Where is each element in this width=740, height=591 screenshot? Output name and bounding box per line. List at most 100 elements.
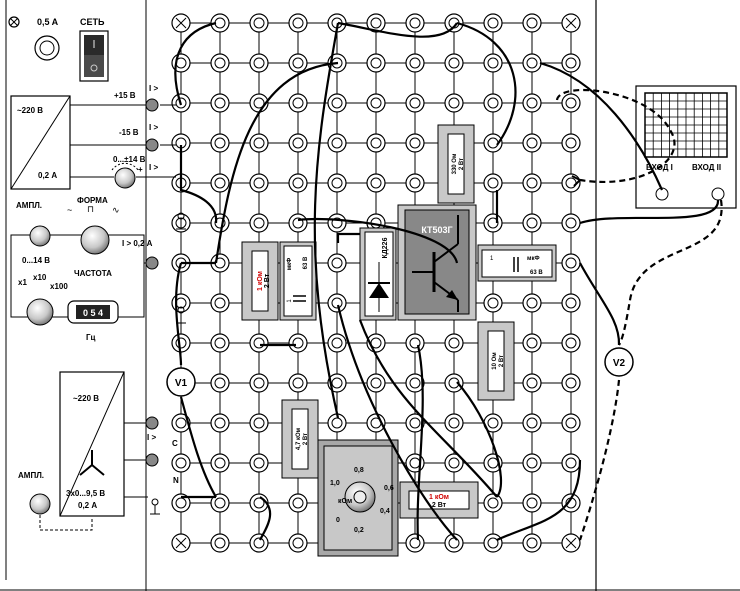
breadboard-socket[interactable] (483, 53, 503, 73)
breadboard-socket[interactable] (327, 293, 347, 313)
scope-input2-jack[interactable] (711, 187, 725, 201)
resistor-r1[interactable]: 1 кОм 2 Вт (241, 241, 279, 321)
breadboard-socket[interactable] (366, 173, 386, 193)
breadboard-socket[interactable] (171, 493, 191, 513)
breadboard-socket[interactable] (249, 533, 269, 553)
breadboard-socket[interactable] (210, 133, 230, 153)
breadboard-socket[interactable] (210, 533, 230, 553)
breadboard-socket[interactable] (405, 93, 425, 113)
breadboard-socket[interactable] (249, 413, 269, 433)
breadboard-socket[interactable] (366, 53, 386, 73)
freq-range-knob[interactable] (26, 298, 54, 326)
breadboard-socket[interactable] (288, 493, 308, 513)
voltmeter-v1[interactable]: V1 (166, 367, 196, 397)
breadboard-socket[interactable] (444, 373, 464, 393)
breadboard-socket[interactable] (171, 293, 191, 313)
breadboard-socket[interactable] (327, 173, 347, 193)
voltmeter-v2[interactable]: V2 (604, 347, 634, 377)
breadboard-socket[interactable] (561, 53, 581, 73)
breadboard-socket[interactable] (522, 13, 542, 33)
breadboard-socket[interactable] (561, 293, 581, 313)
breadboard-socket[interactable] (522, 53, 542, 73)
breadboard-socket[interactable] (405, 173, 425, 193)
breadboard-socket[interactable] (210, 493, 230, 513)
breadboard-socket[interactable] (366, 133, 386, 153)
breadboard-socket[interactable] (171, 413, 191, 433)
breadboard-socket[interactable] (444, 413, 464, 433)
breadboard-socket[interactable] (288, 213, 308, 233)
breadboard-socket[interactable] (522, 93, 542, 113)
breadboard-socket[interactable] (405, 373, 425, 393)
breadboard-socket[interactable] (444, 53, 464, 73)
breadboard-socket[interactable] (249, 333, 269, 353)
breadboard-socket[interactable] (210, 453, 230, 473)
breadboard-socket[interactable] (249, 453, 269, 473)
breadboard-socket[interactable] (249, 173, 269, 193)
breadboard-socket[interactable] (522, 333, 542, 353)
potentiometer[interactable]: кОм 0 0,2 0,4 0,6 0,8 1,0 (317, 439, 399, 557)
breadboard-socket[interactable] (522, 373, 542, 393)
breadboard-socket[interactable] (405, 53, 425, 73)
breadboard-socket[interactable] (483, 13, 503, 33)
breadboard-socket[interactable] (444, 453, 464, 473)
breadboard-socket[interactable] (327, 333, 347, 353)
transistor-kt503g[interactable]: КТ503Г (397, 204, 477, 321)
resistor-10[interactable]: 10 Ом 2 Вт (477, 321, 515, 401)
breadboard-socket[interactable] (483, 93, 503, 113)
breadboard-socket[interactable] (561, 333, 581, 353)
breadboard-socket[interactable] (522, 493, 542, 513)
breadboard-socket[interactable] (405, 533, 425, 553)
resistor-r3[interactable]: 1 кОм 2 Вт (399, 481, 479, 519)
breadboard-socket[interactable] (561, 533, 581, 553)
breadboard-socket[interactable] (327, 253, 347, 273)
breadboard-socket[interactable] (171, 13, 191, 33)
gen-form-selector[interactable] (80, 225, 110, 255)
breadboard-socket[interactable] (444, 93, 464, 113)
breadboard-socket[interactable] (483, 173, 503, 193)
breadboard-socket[interactable] (210, 293, 230, 313)
breadboard-socket[interactable] (522, 213, 542, 233)
breadboard-socket[interactable] (288, 533, 308, 553)
breadboard-socket[interactable] (210, 413, 230, 433)
breadboard-socket[interactable] (210, 373, 230, 393)
resistor-4k7[interactable]: 4,7 кОм 2 Вт (281, 399, 319, 479)
breadboard-socket[interactable] (522, 133, 542, 153)
breadboard-socket[interactable] (249, 13, 269, 33)
capacitor-c1[interactable]: мкФ 63 В 1 (279, 241, 317, 321)
breadboard-socket[interactable] (171, 133, 191, 153)
breadboard-socket[interactable] (249, 213, 269, 233)
breadboard-socket[interactable] (210, 173, 230, 193)
breadboard-socket[interactable] (561, 453, 581, 473)
breadboard-socket[interactable] (210, 213, 230, 233)
breadboard-socket[interactable] (483, 413, 503, 433)
diode-kd226[interactable]: КД226 (359, 227, 397, 321)
breadboard-socket[interactable] (288, 373, 308, 393)
breadboard-socket[interactable] (288, 333, 308, 353)
breadboard-socket[interactable] (483, 293, 503, 313)
fuse-holder[interactable] (34, 35, 60, 61)
breadboard-socket[interactable] (483, 213, 503, 233)
breadboard-socket[interactable] (210, 53, 230, 73)
breadboard-socket[interactable] (171, 453, 191, 473)
breadboard-socket[interactable] (249, 133, 269, 153)
capacitor-c2[interactable]: 1 мкФ 63 В (477, 244, 557, 282)
breadboard-socket[interactable] (561, 213, 581, 233)
breadboard-socket[interactable] (366, 93, 386, 113)
breadboard-socket[interactable] (210, 333, 230, 353)
breadboard-socket[interactable] (249, 373, 269, 393)
breadboard-socket[interactable] (171, 333, 191, 353)
breadboard-socket[interactable] (288, 93, 308, 113)
breadboard-socket[interactable] (327, 213, 347, 233)
breadboard-socket[interactable] (405, 333, 425, 353)
breadboard-socket[interactable] (561, 253, 581, 273)
breadboard-socket[interactable] (288, 133, 308, 153)
breadboard-socket[interactable] (327, 93, 347, 113)
breadboard-socket[interactable] (366, 13, 386, 33)
breadboard-socket[interactable] (327, 133, 347, 153)
breadboard-socket[interactable] (405, 133, 425, 153)
breadboard-socket[interactable] (444, 533, 464, 553)
breadboard-socket[interactable] (561, 413, 581, 433)
breadboard-socket[interactable] (171, 533, 191, 553)
breadboard-socket[interactable] (522, 453, 542, 473)
breadboard-socket[interactable] (483, 533, 503, 553)
